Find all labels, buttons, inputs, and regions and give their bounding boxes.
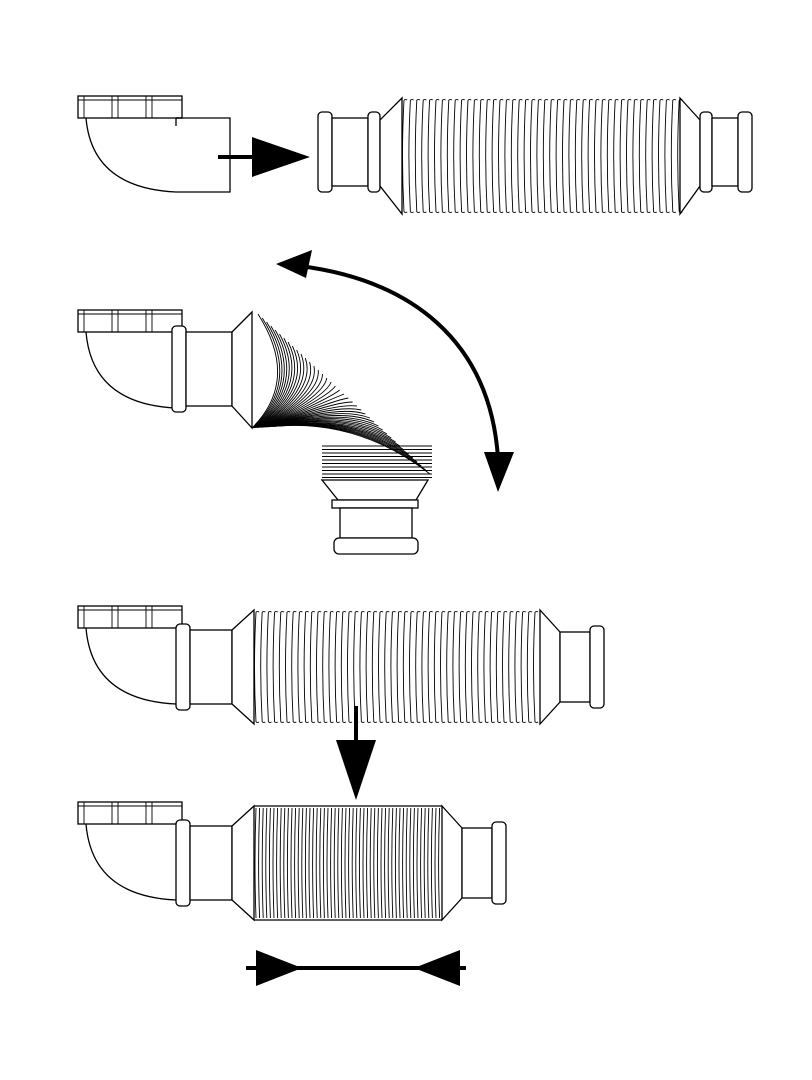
step4-trap [77,801,183,901]
step1-trap [77,95,231,193]
straight-hose [317,96,753,217]
compress-arrows-icon [246,950,466,986]
compressed-hose [175,804,507,922]
curved-double-arrow-icon [276,250,514,492]
bent-hose [231,310,432,478]
step2-trap [77,309,233,413]
extended-hose [175,608,605,726]
step3-trap [77,605,183,705]
bent-hose-bottom-connector [320,479,430,555]
arrow-down-icon [336,706,376,800]
arrow-right-icon [218,137,310,177]
